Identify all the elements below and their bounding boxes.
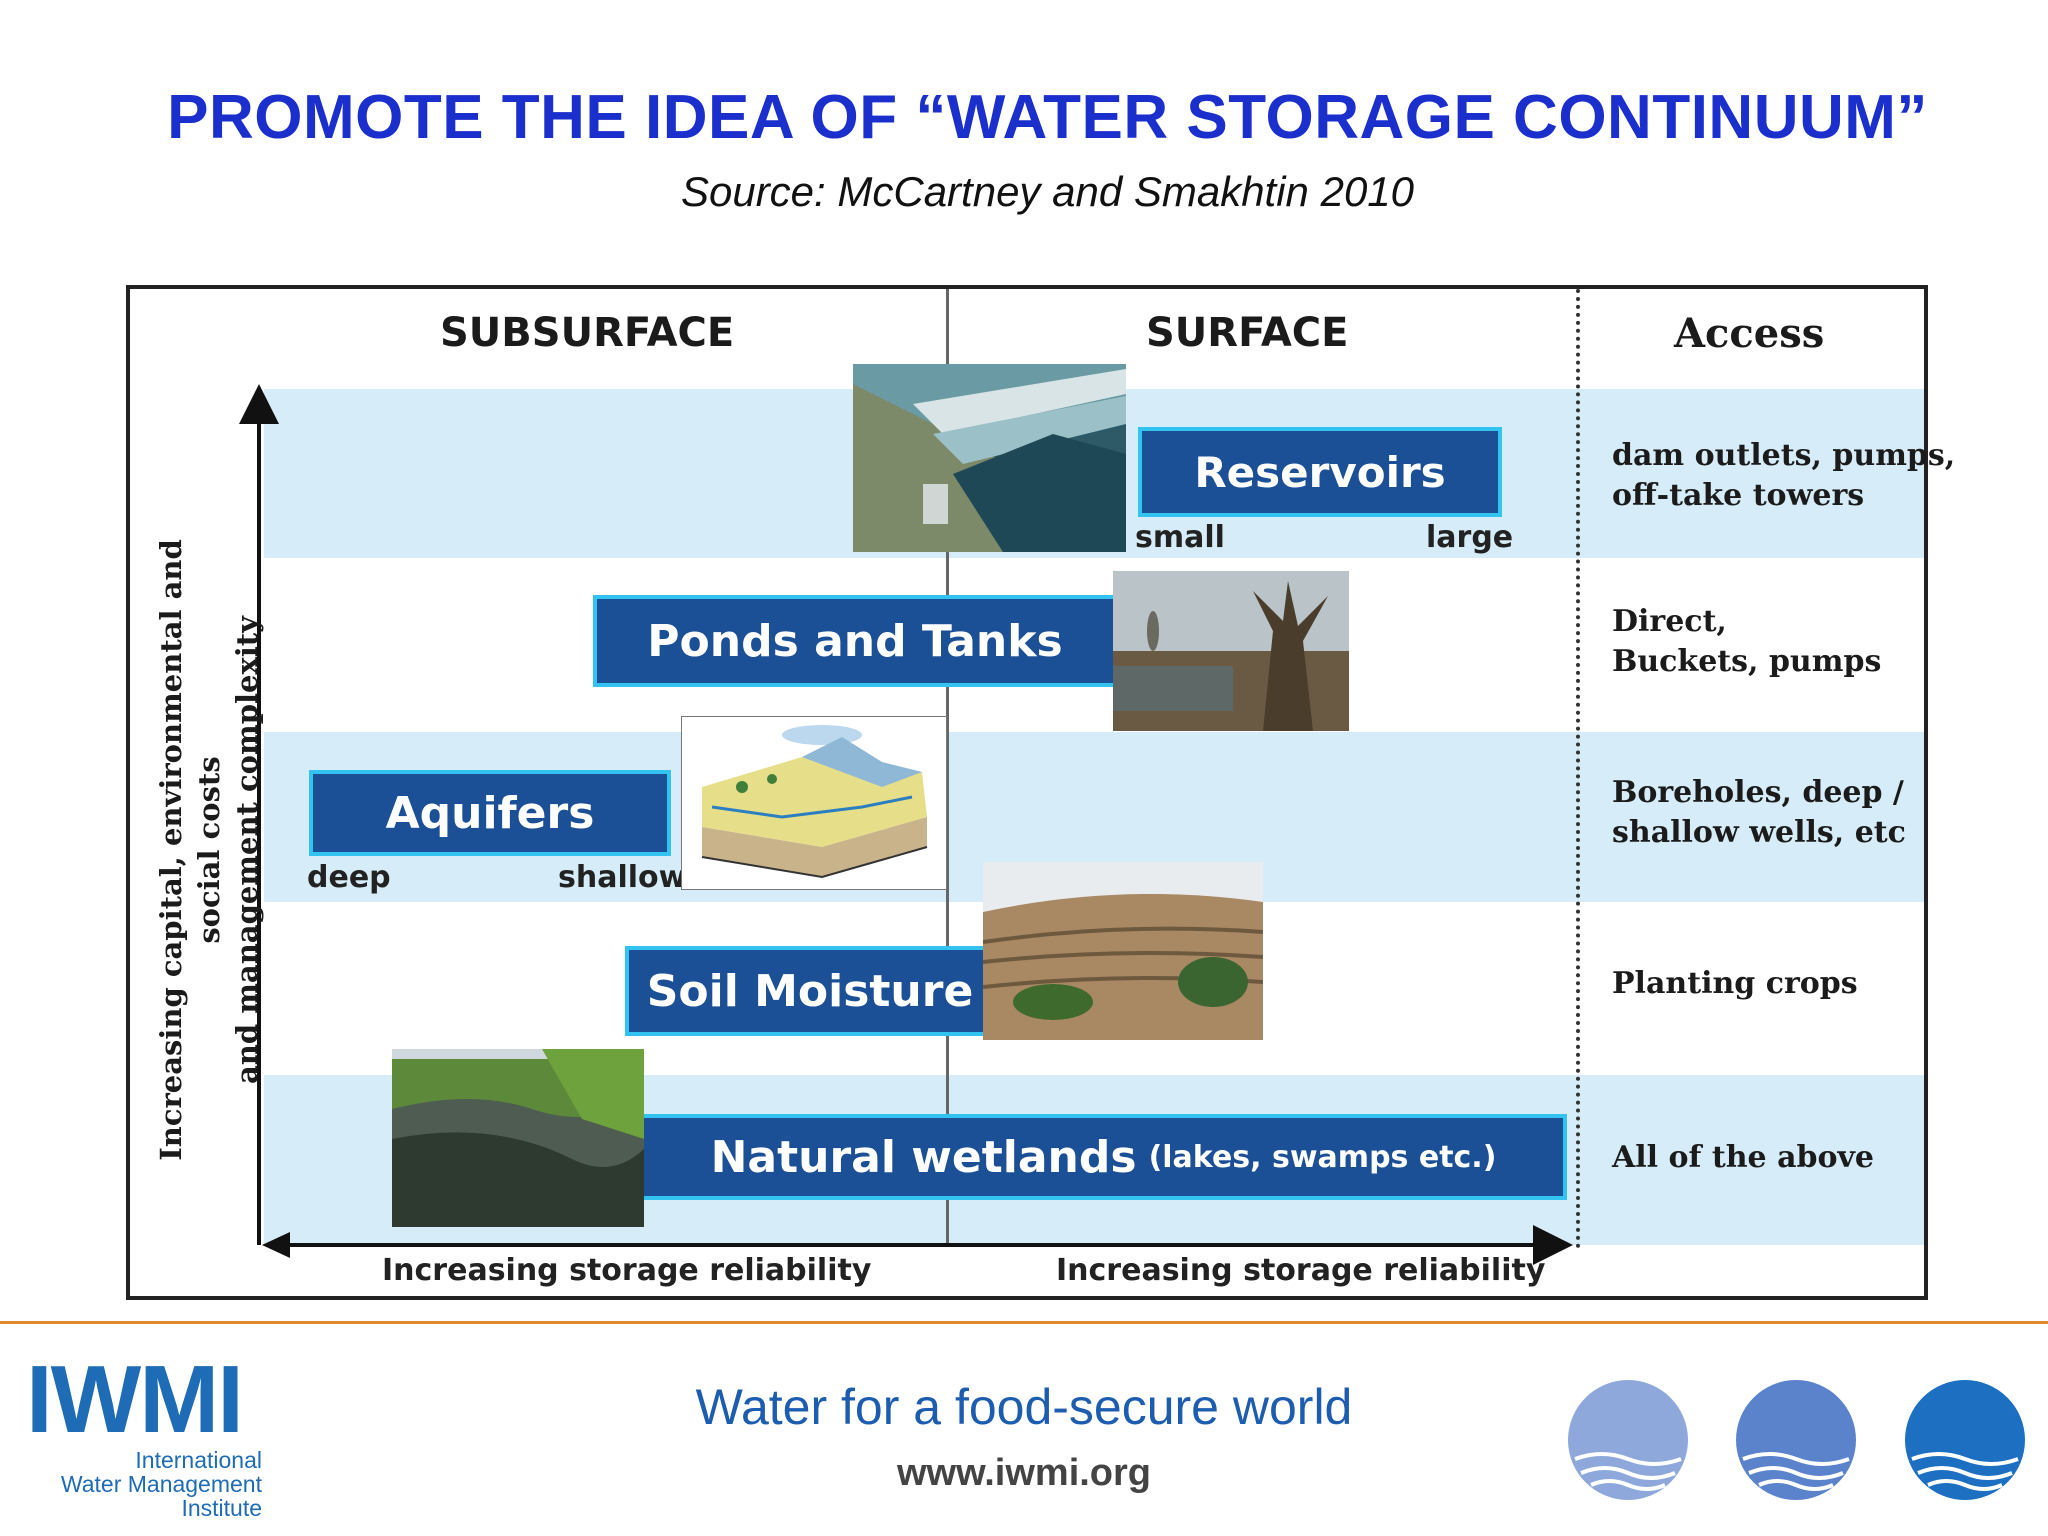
iwmi-logo: IWMI International Water Management Inst…	[26, 1346, 262, 1521]
subsurface-surface-divider	[946, 289, 949, 1245]
aquifers-shallow-label: shallow	[558, 860, 687, 895]
aquifer-diagram-image	[681, 716, 947, 890]
bar-ponds-tanks: Ponds and Tanks	[593, 595, 1117, 687]
bar-wetlands-sublabel: (lakes, swamps etc.)	[1148, 1139, 1497, 1175]
logo-sub-line3: Institute	[181, 1495, 262, 1521]
header-subsurface: SUBSURFACE	[440, 310, 735, 356]
access-reservoirs: dam outlets, pumps, off-take towers	[1612, 436, 1955, 516]
wetlands-river-image	[392, 1049, 644, 1227]
reservoir-dam-image	[853, 364, 1126, 552]
logo-sub-line2: Water Management	[60, 1471, 262, 1497]
access-wetlands-line1: All of the above	[1612, 1140, 1875, 1175]
bar-aquifers-label: Aquifers	[385, 787, 595, 839]
x-axis-label-right: Increasing storage reliability	[1056, 1253, 1546, 1288]
aquifers-deep-label: deep	[307, 860, 391, 895]
bar-reservoirs-label: Reservoirs	[1194, 447, 1446, 497]
bar-reservoirs: Reservoirs	[1138, 427, 1502, 517]
reservoirs-small-label: small	[1135, 520, 1225, 555]
bar-aquifers: Aquifers	[309, 770, 671, 856]
access-reservoirs-line2: off-take towers	[1612, 478, 1865, 513]
water-circle-icon-3	[1905, 1380, 2025, 1500]
access-aquifers-line2: shallow wells, etc	[1612, 815, 1906, 850]
access-ponds-line2: Buckets, pumps	[1612, 644, 1882, 679]
water-circle-icon-2	[1736, 1380, 1856, 1500]
slide-title: PROMOTE THE IDEA OF “WATER STORAGE CONTI…	[167, 83, 1928, 152]
y-axis-label-line2: and management complexity	[230, 615, 264, 1085]
header-surface: SURFACE	[1146, 310, 1349, 356]
bar-soil-moisture: Soil Moisture	[625, 946, 995, 1036]
bar-wetlands-label: Natural wetlands	[710, 1131, 1137, 1183]
water-circle-icon-1	[1568, 1380, 1688, 1500]
header-access: Access	[1674, 310, 1825, 357]
bar-ponds-label: Ponds and Tanks	[647, 615, 1063, 667]
x-axis-label-left: Increasing storage reliability	[382, 1253, 872, 1288]
x-axis-left-arrowhead	[262, 1232, 290, 1258]
y-axis-label-line1: Increasing capital, environmental and so…	[154, 539, 226, 1161]
access-ponds-line1: Direct,	[1612, 604, 1727, 639]
access-reservoirs-line1: dam outlets, pumps,	[1612, 438, 1956, 473]
footer-divider	[0, 1321, 2048, 1324]
pond-tree-image	[1113, 571, 1349, 731]
access-divider	[1576, 289, 1580, 1249]
terraced-field-image	[983, 862, 1263, 1040]
access-aquifers-line1: Boreholes, deep /	[1612, 775, 1904, 810]
footer-url[interactable]: www.iwmi.org	[896, 1452, 1152, 1494]
access-soil: Planting crops	[1612, 964, 1858, 1004]
bar-soil-label: Soil Moisture	[646, 965, 974, 1017]
access-ponds: Direct, Buckets, pumps	[1612, 602, 1881, 682]
source-citation: Source: McCartney and Smakhtin 2010	[680, 168, 1415, 215]
footer-tagline: Water for a food-secure world	[695, 1379, 1353, 1435]
logo-sub-line1: International	[135, 1447, 262, 1473]
access-aquifers: Boreholes, deep / shallow wells, etc	[1612, 773, 1906, 853]
access-wetlands: All of the above	[1612, 1138, 1874, 1178]
access-soil-line1: Planting crops	[1612, 966, 1858, 1001]
logo-wordmark: IWMI	[26, 1346, 244, 1453]
bar-natural-wetlands: Natural wetlands (lakes, swamps etc.)	[640, 1114, 1567, 1200]
reservoirs-large-label: large	[1426, 520, 1514, 555]
y-axis-label: Increasing capital, environmental and so…	[152, 500, 266, 1200]
